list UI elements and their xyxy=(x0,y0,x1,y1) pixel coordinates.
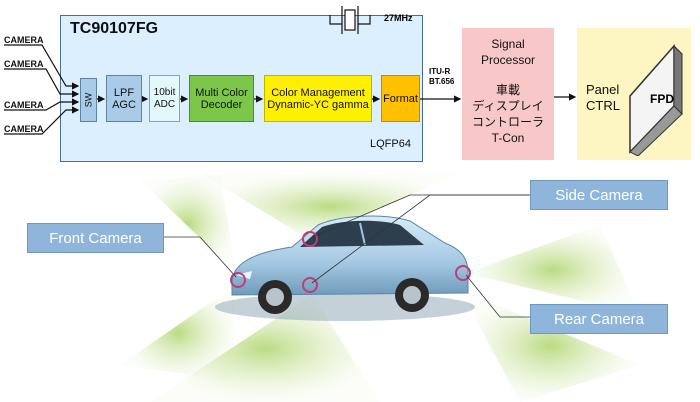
fpd-label: FPD xyxy=(650,92,674,106)
fpd-panel-icon xyxy=(629,44,683,156)
camera-input-3: CAMERA xyxy=(4,100,44,110)
car-illustration xyxy=(120,173,640,402)
rear-coverage-low xyxy=(460,290,640,402)
side-coverage-top xyxy=(200,173,460,240)
crystal-icon xyxy=(341,6,359,34)
crystal-frequency: 27MHz xyxy=(384,13,413,23)
camera-input-4: CAMERA xyxy=(4,124,44,134)
front-camera-marker xyxy=(230,272,246,288)
side-camera-marker-2 xyxy=(302,277,318,293)
side-camera-marker-1 xyxy=(302,231,318,247)
front-coverage-low xyxy=(120,285,236,380)
rear-coverage xyxy=(466,225,640,315)
side-coverage-bottom xyxy=(150,295,380,402)
chip-package: LQFP64 xyxy=(370,138,411,150)
signal-processor-block: Signal Processor 車載 ディスプレイ コントローラ T-Con xyxy=(462,28,554,160)
format-block: Format xyxy=(381,75,420,122)
camera-input-1: CAMERA xyxy=(4,35,44,45)
side-camera-label: Side Camera xyxy=(530,180,668,210)
front-coverage xyxy=(140,175,236,273)
rear-camera-marker xyxy=(455,265,471,281)
camera-input-2: CAMERA xyxy=(4,59,44,69)
rear-camera-label: Rear Camera xyxy=(530,304,668,334)
front-camera-label: Front Camera xyxy=(27,223,164,253)
chip-title: TC90107FG xyxy=(70,20,159,37)
switch-block: SW xyxy=(80,78,97,122)
